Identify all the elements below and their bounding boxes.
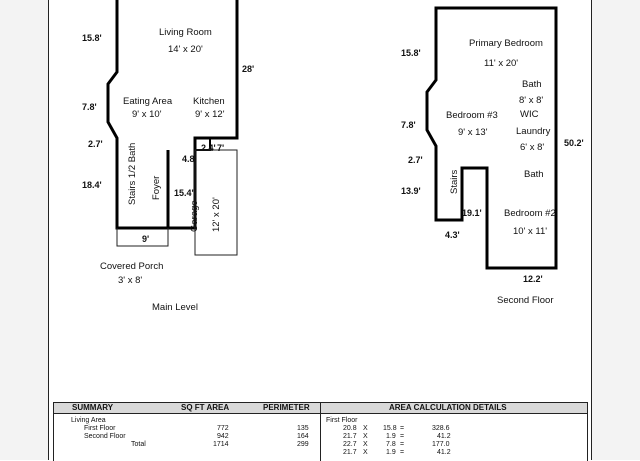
calc-b: 1.9 <box>386 433 396 440</box>
second-dim-12-2: 12.2' <box>523 274 543 284</box>
main-dim-15-4: 15.4' <box>174 188 194 198</box>
main-dim-2-7: 2.7' <box>88 139 103 149</box>
bedroom-3-size: 9' x 13' <box>458 127 488 138</box>
main-dim-7-8: 7.8' <box>82 102 97 112</box>
second-floor-outline <box>425 6 558 270</box>
left-margin <box>0 0 48 460</box>
main-dim-15-8: 15.8' <box>82 33 102 43</box>
stairs-bath-label: Stairs 1/2 Bath <box>127 142 138 205</box>
main-dim-9: 9' <box>142 234 150 244</box>
calc-b: 15.8 <box>383 425 397 432</box>
second-dim-50-2: 50.2' <box>564 138 584 148</box>
calc-eq: = <box>400 441 405 448</box>
details-title: First Floor <box>326 417 358 424</box>
main-dim-2-4: 2.4' <box>201 143 216 153</box>
calc-eq: = <box>400 425 405 432</box>
table-divider <box>320 403 321 461</box>
calc-a: 21.7 <box>343 433 357 440</box>
calc-op: X <box>363 441 368 448</box>
main-dim-7: 7' <box>217 143 225 153</box>
wic-label: WIC <box>520 109 539 120</box>
bath-1-label: Bath <box>522 79 542 90</box>
bedroom-2-size: 10' x 11' <box>513 226 548 237</box>
second-dim-4-3: 4.3' <box>445 230 460 240</box>
calc-op: X <box>363 433 368 440</box>
bath-2-label: Bath <box>524 169 544 180</box>
main-dim-18-4: 18.4' <box>82 180 102 190</box>
calc-a: 21.7 <box>343 449 357 456</box>
porch-label: Covered Porch <box>100 261 164 272</box>
foyer-label: Foyer <box>151 175 162 200</box>
row-label: Second Floor <box>84 433 126 440</box>
calc-a: 20.8 <box>343 425 357 432</box>
second-dim-15-8: 15.8' <box>401 48 421 58</box>
header-perimeter: PERIMETER <box>263 403 310 412</box>
main-level-caption: Main Level <box>152 302 198 313</box>
kitchen-label: Kitchen <box>193 96 225 107</box>
main-dim-28: 28' <box>242 64 255 74</box>
sheet-border-left <box>48 0 49 460</box>
garage-outline <box>194 149 238 256</box>
eating-area-size: 9' x 10' <box>132 109 162 120</box>
porch-outline <box>116 228 169 247</box>
bath-1-size: 8' x 8' <box>519 95 544 106</box>
row-sqft: 772 <box>217 425 229 432</box>
calc-a: 22.7 <box>343 441 357 448</box>
row-sqft: 1714 <box>213 441 229 448</box>
main-level-outline <box>106 0 239 230</box>
calc-op: X <box>363 425 368 432</box>
second-dim-13-9: 13.9' <box>401 186 421 196</box>
living-area-label: Living Area <box>71 417 106 424</box>
primary-bedroom-label: Primary Bedroom <box>469 38 543 49</box>
laundry-label: Laundry <box>516 126 551 137</box>
row-label: Total <box>131 441 146 448</box>
bedroom-2-label: Bedroom #2 <box>504 208 556 219</box>
calc-b: 1.9 <box>386 449 396 456</box>
header-summary: SUMMARY <box>72 403 114 412</box>
garage-label: Garage <box>189 200 200 232</box>
bedroom-3-label: Bedroom #3 <box>446 110 498 121</box>
second-dim-2-7: 2.7' <box>408 155 423 165</box>
second-floor-caption: Second Floor <box>497 295 554 306</box>
stairs-label: Stairs <box>449 169 460 194</box>
calc-result: 328.6 <box>432 425 450 432</box>
right-margin <box>592 0 640 460</box>
porch-size: 3' x 8' <box>118 275 143 286</box>
garage-size: 12' x 20' <box>211 197 222 232</box>
laundry-size: 6' x 8' <box>520 142 545 153</box>
header-details: AREA CALCULATION DETAILS <box>389 403 507 412</box>
eating-area-label: Eating Area <box>123 96 173 107</box>
calc-result: 177.0 <box>432 441 450 448</box>
second-dim-7-8: 7.8' <box>401 120 416 130</box>
row-label: First Floor <box>84 425 116 432</box>
living-room-label: Living Room <box>159 27 212 38</box>
calc-op: X <box>363 449 368 456</box>
summary-table: SUMMARY SQ FT AREA PERIMETER AREA CALCUL… <box>53 402 588 461</box>
calc-eq: = <box>400 449 405 456</box>
main-dim-4-8: 4.8' <box>182 154 197 164</box>
calc-eq: = <box>400 433 405 440</box>
row-sqft: 942 <box>217 433 229 440</box>
row-perimeter: 135 <box>297 425 309 432</box>
living-room-size: 14' x 20' <box>168 44 203 55</box>
calc-b: 7.8 <box>386 441 396 448</box>
row-perimeter: 299 <box>297 441 309 448</box>
sheet-border-right <box>591 0 592 460</box>
calc-result: 41.2 <box>437 449 451 456</box>
calc-result: 41.2 <box>437 433 451 440</box>
second-dim-19-1: 19.1' <box>462 208 482 218</box>
header-sqft: SQ FT AREA <box>181 403 230 412</box>
primary-bedroom-size: 11' x 20' <box>484 58 519 69</box>
kitchen-size: 9' x 12' <box>195 109 225 120</box>
row-perimeter: 164 <box>297 433 309 440</box>
